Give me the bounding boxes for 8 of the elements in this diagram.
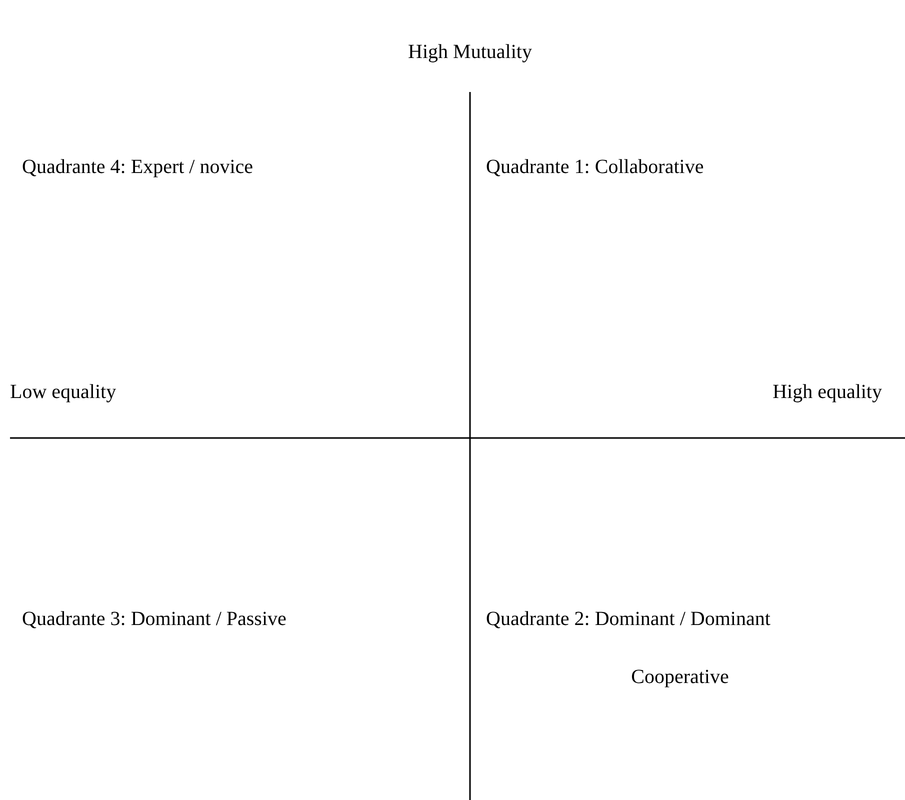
quadrant-label: Quadrante 1: Collaborative <box>486 155 704 179</box>
quadrant-label: Cooperative <box>631 665 729 689</box>
quadrant-label: Quadrante 2: Dominant / Dominant <box>486 607 770 631</box>
axis-label: High Mutuality <box>408 40 532 64</box>
quadrant-label: Quadrante 4: Expert / novice <box>22 155 254 179</box>
quadrant-label: Quadrante 3: Dominant / Passive <box>22 607 286 631</box>
axis-label: Low equality <box>10 380 116 404</box>
axis-label: High equality <box>772 380 882 404</box>
